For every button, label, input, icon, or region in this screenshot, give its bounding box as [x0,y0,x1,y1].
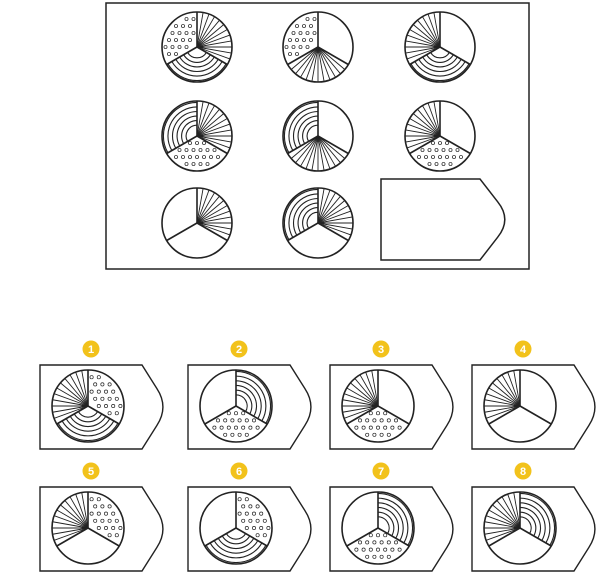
answer-circle-2-sector-arcs [235,370,272,424]
grid-cell-r2-c3 [404,100,476,172]
grid-cell-r1-c1 [161,11,233,83]
grid-cell-r2-c2 [282,100,354,172]
answer-option-6[interactable]: 6 [187,462,312,572]
grid-cell-r3-c1-sector-lines [196,188,232,236]
answer-card [471,364,596,450]
option-number-badge [82,340,100,358]
answer-card [329,364,454,450]
option-number: 7 [378,466,384,478]
option-number: 6 [236,466,242,478]
answer-circle-6 [199,491,273,565]
answer-circle-3-sector-dots [354,411,402,437]
answer-card [39,364,164,450]
grid-cell-r1-c2 [282,11,354,83]
grid-cell-r2-c3-sector-dots [417,141,463,166]
puzzle-grid [161,11,506,261]
option-number: 2 [236,344,242,356]
answer-option-2[interactable]: 2 [187,340,312,450]
answer-circle-1-sector-arcs [57,411,119,442]
answer-circle-3 [341,369,415,443]
answer-card [187,364,312,450]
answer-circle-4-sector-lines [484,370,521,419]
answer-circle-6-sector-arcs [205,533,267,564]
answer-circle-2-sector-dots [212,411,260,437]
grid-cell-r1-c3 [404,11,476,83]
answer-circle-6-sector-dots [237,497,271,538]
grid-cell-r2-c1-sector-lines [196,101,232,149]
option-number-badge [372,462,390,480]
grid-cell-r2-c1-sector-arcs [162,101,198,154]
option-number: 5 [88,466,94,478]
grid-cell-r2-c1 [161,100,233,172]
answer-option-8[interactable]: 8 [471,462,596,572]
puzzle-frame [105,2,530,270]
option-number-badge [82,462,100,480]
answer-card [471,486,596,572]
option-number: 8 [520,466,526,478]
grid-cell-r1-c1-sector-dots [163,17,196,56]
answer-card [39,486,164,572]
grid-cell-r3-c2-sector-arcs [283,188,319,241]
grid-cell-r1-c1-sector-lines [196,12,232,60]
answer-card [187,486,312,572]
answer-circle-4 [483,369,557,443]
answer-option-4[interactable]: 4 [471,340,596,450]
answer-card [329,486,454,572]
answer-circle-1-sector-dots [89,375,123,416]
grid-cell-r1-c1-sector-arcs [167,52,227,82]
answer-circle-7-sector-arcs [377,492,414,546]
answer-circle-8-sector-arcs [519,492,556,546]
answer-circle-1 [51,369,125,443]
grid-cell-r2-c1-sector-dots [174,141,220,166]
option-number-badge [230,340,248,358]
grid-cell-r1-c2-sector-lines [290,46,346,82]
grid-cell-r2-c3-sector-lines [405,101,441,149]
answer-circle-2 [199,369,273,443]
grid-cell-r1-c2-sector-dots [284,17,317,56]
grid-cell-r3-c1 [161,187,233,259]
option-number-badge [514,340,532,358]
option-number-badge [372,340,390,358]
answer-circle-5-sector-lines [52,492,89,541]
option-number: 4 [520,344,527,356]
answer-circle-1-sector-lines [52,370,89,419]
option-number: 3 [378,344,384,356]
grid-cell-r1-c3-sector-lines [405,12,441,60]
answer-circle-7-sector-dots [354,533,402,559]
option-number: 1 [88,344,94,356]
answer-option-3[interactable]: 3 [329,340,454,450]
grid-cell-r2-c2-sector-lines [290,135,346,171]
grid-cell-r1-c3-sector-arcs [410,52,470,82]
answer-circle-8-sector-lines [484,492,521,541]
answer-circle-5 [51,491,125,565]
grid-cell-r2-c2-sector-arcs [283,101,319,154]
answer-circle-7 [341,491,415,565]
answer-option-7[interactable]: 7 [329,462,454,572]
answer-options: 1 2 3 4 5 6 7 8 [39,340,596,572]
answer-option-1[interactable]: 1 [39,340,164,450]
grid-cell-r3-c2 [282,187,354,259]
grid-cell-r3-c2-sector-lines [317,188,353,236]
answer-circle-5-sector-dots [89,497,123,538]
answer-circle-8 [483,491,557,565]
answer-option-5[interactable]: 5 [39,462,164,572]
option-number-badge [514,462,532,480]
blank-answer-card [380,178,506,261]
option-number-badge [230,462,248,480]
answer-circle-3-sector-lines [342,370,379,419]
